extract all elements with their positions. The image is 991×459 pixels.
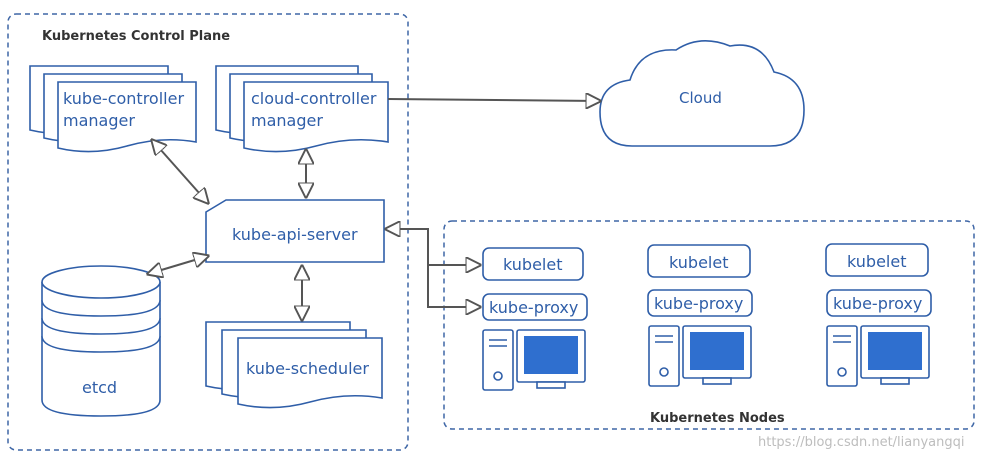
node-1: kubelet kube-proxy — [482, 247, 588, 391]
control-plane-title: Kubernetes Control Plane — [42, 29, 230, 44]
kube-api-server-label: kube-api-server — [232, 225, 358, 244]
kube-controller-manager: kube-controller manager — [29, 65, 197, 153]
arrow-api-kubelet — [386, 229, 480, 265]
kubelet-box — [825, 243, 929, 277]
kube-proxy-label: kube-proxy — [654, 294, 743, 313]
kube-proxy-box — [826, 289, 932, 317]
kube-proxy-box — [482, 293, 588, 321]
cloud-label: Cloud — [679, 89, 722, 107]
computer-icon — [482, 329, 586, 391]
kube-scheduler: kube-scheduler — [205, 321, 383, 409]
kubelet-box — [647, 244, 751, 278]
kube-proxy-box — [647, 289, 753, 317]
node-3: kubelet kube-proxy — [825, 243, 932, 387]
etcd-database: etcd — [41, 265, 161, 417]
watermark: https://blog.csdn.net/lianyangqi — [758, 435, 965, 450]
arrow-etcd-api — [148, 256, 208, 274]
kube-api-server: kube-api-server — [205, 199, 385, 263]
kube-proxy-label: kube-proxy — [833, 294, 922, 313]
kube-proxy-label: kube-proxy — [489, 298, 578, 317]
node-2: kubelet kube-proxy — [647, 244, 753, 387]
kube-controller-label-line2: manager — [63, 111, 135, 130]
computer-icon — [826, 325, 930, 387]
cloud-controller-label-line2: manager — [251, 111, 323, 130]
nodes-title: Kubernetes Nodes — [650, 411, 785, 426]
kubelet-label: kubelet — [847, 252, 906, 271]
cloud-shape: Cloud — [599, 40, 805, 147]
nodes-container — [443, 220, 975, 430]
computer-icon — [648, 325, 752, 387]
arrow-controller-api — [152, 140, 208, 203]
cloud-controller-label-line1: cloud-controller — [251, 89, 377, 108]
kube-scheduler-label: kube-scheduler — [246, 359, 369, 378]
kubelet-label: kubelet — [669, 253, 728, 272]
arrow-cloud-controller-to-cloud — [387, 99, 600, 101]
etcd-label: etcd — [82, 378, 117, 397]
kubelet-box — [482, 247, 584, 281]
cloud-controller-manager: cloud-controller manager — [215, 65, 389, 153]
kube-controller-label-line1: kube-controller — [63, 89, 184, 108]
arrow-api-kube-proxy — [427, 265, 480, 307]
kubelet-label: kubelet — [503, 255, 562, 274]
